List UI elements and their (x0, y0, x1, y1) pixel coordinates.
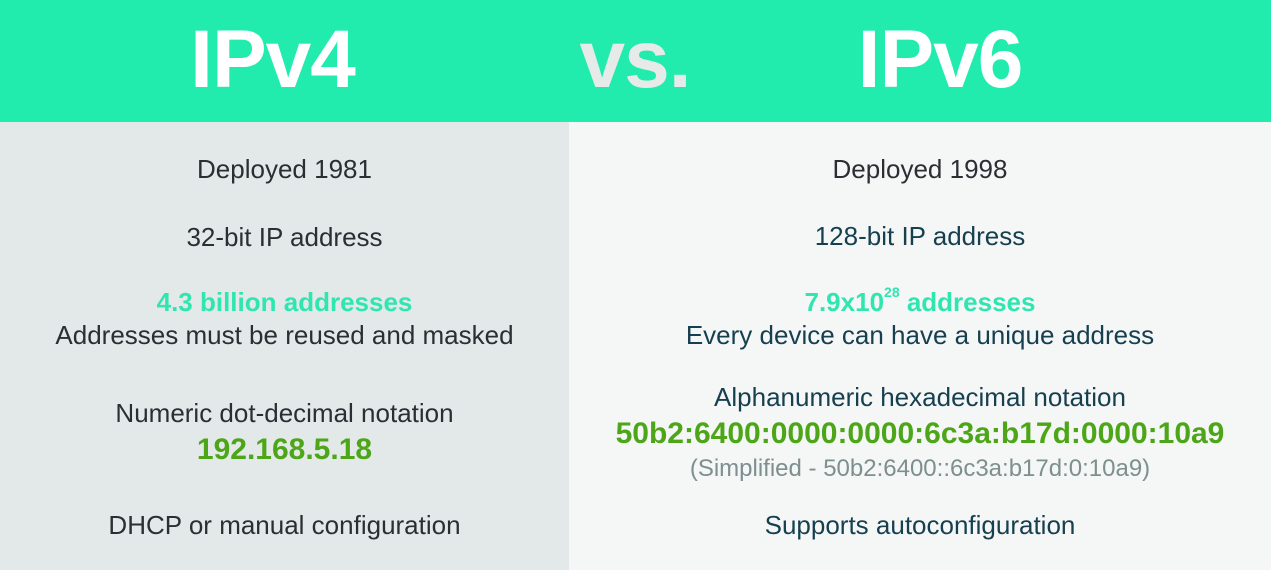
header-banner: IPv4 vs. IPv6 (0, 0, 1271, 122)
ipv6-example-address: 50b2:6400:0000:0000:6c3a:b17d:0000:10a9 (615, 417, 1225, 450)
ipv4-example-address: 192.168.5.18 (196, 433, 373, 466)
ipv6-addresses-note: Every device can have a unique address (685, 320, 1155, 350)
ipv6-title: IPv6 (857, 14, 1024, 105)
ipv4-deployed: Deployed 1981 (197, 154, 372, 184)
ipv6-simplified-address: (Simplified - 50b2:6400::6c3a:b17d:0:10a… (689, 455, 1151, 482)
ipv4-addresses-note: Addresses must be reused and masked (55, 320, 514, 350)
ipv4-column: Deployed 1981 32-bit IP address 4.3 bill… (0, 122, 569, 570)
ipv6-addresses-highlight: 7.9x1028 addresses (569, 284, 1271, 318)
ipv4-configuration: DHCP or manual configuration (108, 510, 461, 540)
ipv4-addresses-highlight: 4.3 billion addresses (156, 287, 413, 317)
ipv6-deployed: Deployed 1998 (832, 154, 1008, 184)
ipv6-notation: Alphanumeric hexadecimal notation (714, 382, 1126, 412)
vs-label: vs. (579, 14, 692, 105)
ipv4-title: IPv4 (190, 14, 356, 105)
ipv6-bits: 128-bit IP address (814, 221, 1026, 251)
ipv6-column: Deployed 1998 128-bit IP address 7.9x102… (569, 122, 1271, 570)
ipv6-configuration: Supports autoconfiguration (764, 510, 1076, 540)
ipv6-addresses-base: 7.9x10 (804, 287, 885, 317)
ipv6-addresses-exponent: 28 (884, 284, 900, 301)
ipv4-notation: Numeric dot-decimal notation (115, 398, 454, 428)
ipv6-addresses-suffix: addresses (899, 287, 1036, 317)
ipv4-bits: 32-bit IP address (186, 222, 383, 252)
